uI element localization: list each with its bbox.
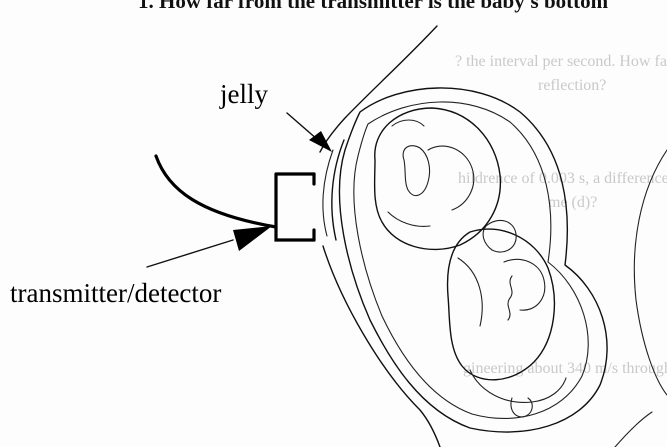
- uterus-outer-wall: [339, 88, 607, 432]
- right-body-lower-curve: [615, 412, 652, 447]
- fetus-hand: [403, 146, 429, 196]
- question-header-fragment: 1. How far from the transmitter is the b…: [138, 0, 609, 13]
- fetus-face-detail: [388, 120, 430, 226]
- transmitter-arrow-head: [233, 226, 272, 251]
- transmitter-label: transmitter/detector: [10, 278, 221, 308]
- ghost-text-line-2: reflection?: [538, 77, 606, 94]
- ghost-text-line-4: me (d)?: [548, 194, 597, 211]
- probe-body: [276, 174, 314, 240]
- fetus-umbilical-cord: [508, 276, 512, 320]
- fetus-torso-inner-line: [458, 258, 482, 326]
- ghost-text-line-1: ? the interval per second. How far would…: [455, 53, 667, 70]
- probe-cable: [156, 156, 276, 227]
- transmitter-arrow-line: [147, 240, 233, 267]
- fetus-knee: [483, 220, 516, 252]
- fetus-foot: [511, 398, 532, 417]
- jelly-label: jelly: [219, 79, 268, 109]
- ghost-text-line-5: gineering about 340 m/s through air of t…: [463, 360, 667, 377]
- jelly-arrow-head: [309, 131, 332, 152]
- abdomen-lower-outline: [323, 246, 440, 447]
- jelly-arrow-line: [287, 113, 318, 140]
